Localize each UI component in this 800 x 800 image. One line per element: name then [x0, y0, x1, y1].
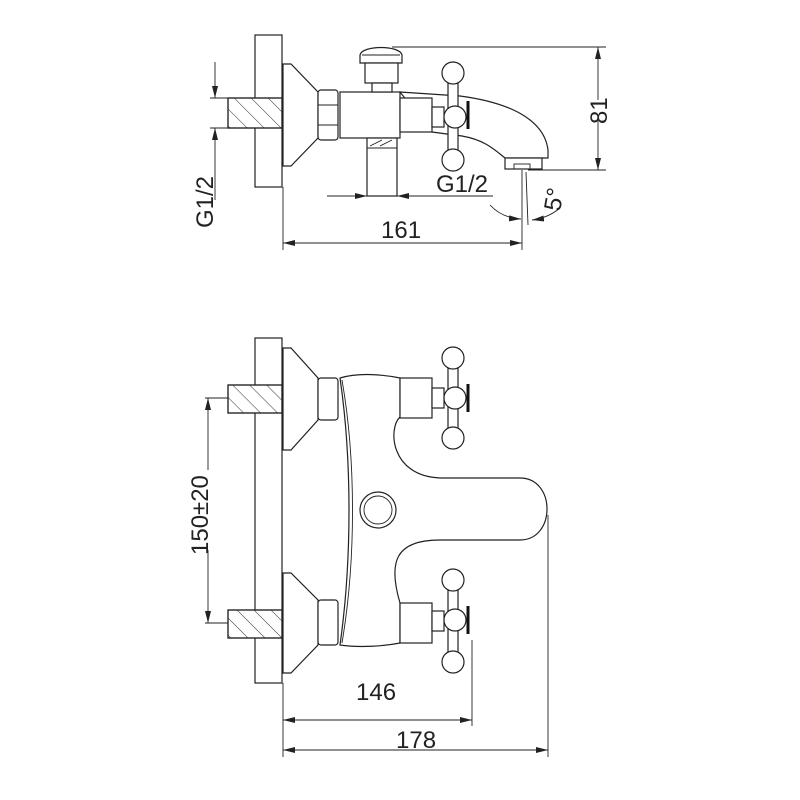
- upper-cross-handle: [441, 346, 470, 450]
- escutcheon: [282, 63, 319, 167]
- angle-label: 5°: [539, 186, 570, 213]
- dimension-handle-projection: 146: [282, 640, 473, 757]
- diverter-ring: [359, 491, 397, 529]
- cross-handle: [441, 61, 470, 172]
- wall-section: [254, 337, 283, 684]
- projection-label: 161: [381, 217, 421, 244]
- lower-cross-handle: [441, 568, 470, 674]
- side-view: G1/2 G1/2 81 161 5°: [192, 34, 613, 250]
- dimension-projection: 161: [282, 170, 523, 250]
- outlet-thread-label: G1/2: [436, 171, 488, 198]
- front-view: 150±20 146 178: [187, 337, 549, 757]
- dimension-height: 81: [392, 46, 613, 171]
- mixer-body: [339, 373, 548, 648]
- hex-nut: [317, 89, 339, 141]
- valve-collar: [399, 97, 433, 133]
- diverter-knob: [359, 46, 403, 93]
- lower-collar: [399, 602, 433, 644]
- shower-outlet: [366, 137, 398, 197]
- lower-escutcheon: [282, 572, 319, 674]
- dimension-outlet-thread: G1/2: [327, 171, 493, 199]
- spout-projection-label: 178: [396, 727, 436, 754]
- dimension-inlet-thread: G1/2: [192, 62, 228, 228]
- dimension-spout-projection: 178: [283, 515, 549, 757]
- upper-collar: [399, 377, 433, 419]
- handle-projection-label: 146: [356, 679, 396, 706]
- upper-escutcheon: [282, 347, 319, 451]
- inlet-thread-label: G1/2: [192, 176, 219, 228]
- dimension-angle: 5°: [489, 171, 570, 226]
- height-label: 81: [586, 97, 613, 124]
- dimension-centers: 150±20: [187, 397, 228, 624]
- aerator: [504, 157, 543, 170]
- valve-body: [339, 91, 401, 139]
- centers-label: 150±20: [187, 475, 214, 555]
